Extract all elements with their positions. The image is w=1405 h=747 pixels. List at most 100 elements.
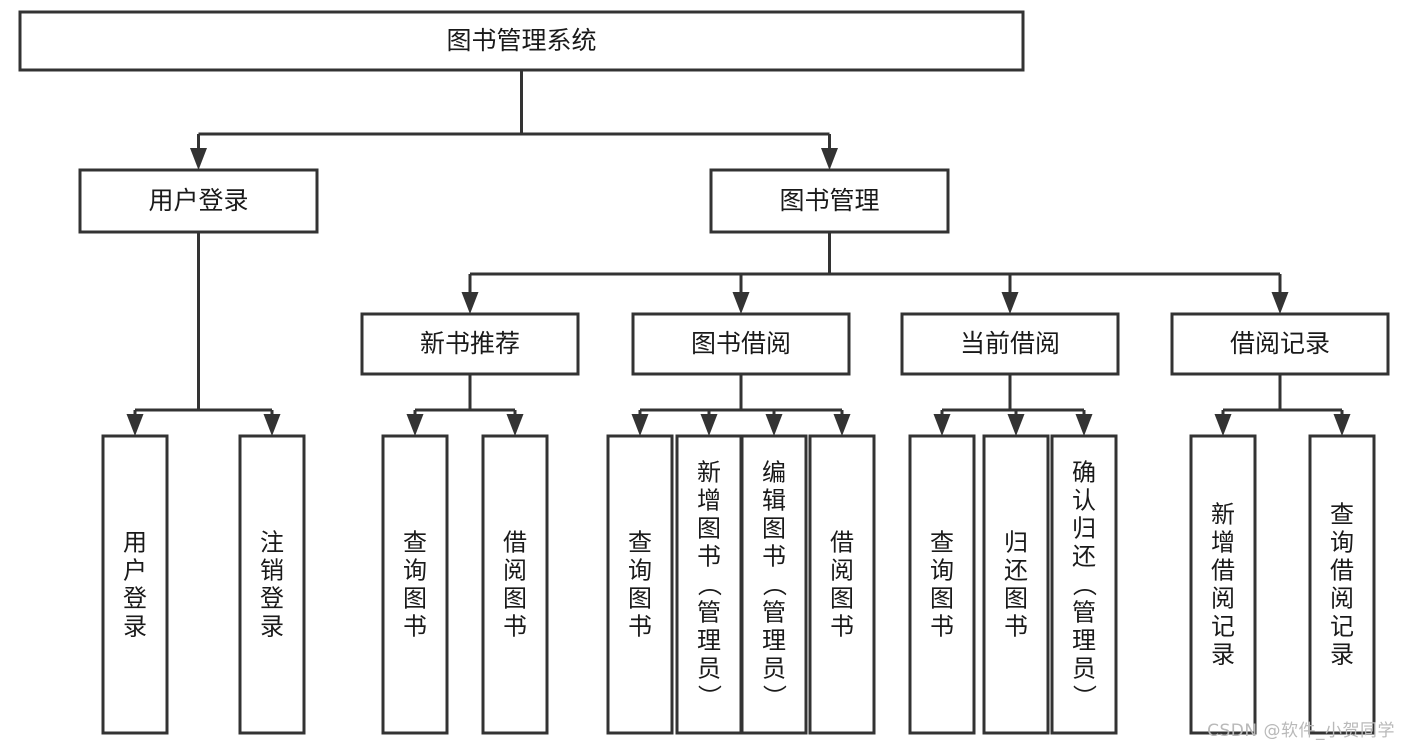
svg-text:）: ）	[760, 684, 788, 708]
svg-text:登: 登	[260, 584, 284, 612]
svg-text:询: 询	[1330, 528, 1354, 556]
svg-text:书: 书	[1004, 612, 1028, 640]
node-layer: 图书管理系统用户登录图书管理新书推荐图书借阅当前借阅借阅记录用户登录注销登录查询…	[18, 10, 1390, 735]
node-rect	[675, 434, 743, 735]
node-rect	[1050, 434, 1118, 735]
svg-text:书: 书	[697, 542, 721, 570]
svg-text:确: 确	[1072, 458, 1096, 486]
svg-text:归: 归	[1004, 528, 1028, 556]
svg-text:书: 书	[930, 612, 954, 640]
node-root[interactable]: 图书管理系统	[18, 10, 1025, 72]
svg-text:图: 图	[403, 584, 427, 612]
node-rect	[982, 434, 1050, 735]
svg-text:（: （	[695, 572, 723, 596]
svg-text:图: 图	[762, 514, 786, 542]
svg-text:认: 认	[1072, 486, 1096, 514]
svg-text:理: 理	[762, 626, 786, 654]
svg-text:书: 书	[403, 612, 427, 640]
node-label: 用户登录	[148, 186, 248, 215]
node-rect	[1189, 434, 1257, 735]
node-rect	[78, 168, 319, 234]
svg-text:书: 书	[830, 612, 854, 640]
node-rect	[900, 312, 1120, 376]
node-label: 图书管理系统	[446, 26, 596, 55]
svg-text:书: 书	[628, 612, 652, 640]
node-label: 图书管理	[779, 186, 879, 215]
svg-text:新: 新	[697, 458, 721, 486]
svg-text:询: 询	[403, 556, 427, 584]
node-label: 图书借阅	[691, 329, 791, 358]
svg-text:增: 增	[697, 486, 721, 514]
svg-text:管: 管	[762, 598, 786, 626]
svg-text:借: 借	[830, 528, 854, 556]
node-leaf-user-login[interactable]: 用户登录	[101, 434, 169, 735]
node-rect	[481, 434, 549, 735]
node-l2-user-login[interactable]: 用户登录	[78, 168, 319, 234]
node-label: 新书推荐	[420, 329, 520, 358]
node-rect	[1308, 434, 1376, 735]
node-l3-current-borrow[interactable]: 当前借阅	[900, 312, 1120, 376]
node-l2-book-mgmt[interactable]: 图书管理	[709, 168, 950, 234]
node-rect	[18, 10, 1025, 72]
svg-text:注: 注	[260, 528, 284, 556]
svg-text:书: 书	[503, 612, 527, 640]
svg-text:户: 户	[123, 556, 147, 584]
connector-layer	[126, 70, 1351, 436]
node-rect	[631, 312, 851, 376]
node-l3-book-borrow[interactable]: 图书借阅	[631, 312, 851, 376]
connector-group	[461, 232, 1289, 314]
svg-text:理: 理	[697, 626, 721, 654]
node-rect	[238, 434, 306, 735]
node-rect	[740, 434, 808, 735]
connector-group	[126, 232, 281, 436]
node-rect	[606, 434, 674, 735]
svg-text:录: 录	[123, 612, 147, 640]
node-rect	[360, 312, 580, 376]
svg-text:借: 借	[1330, 556, 1354, 584]
svg-text:还: 还	[1004, 556, 1028, 584]
node-l3-borrow-record[interactable]: 借阅记录	[1170, 312, 1390, 376]
node-rect	[1170, 312, 1390, 376]
svg-text:书: 书	[762, 542, 786, 570]
svg-text:图: 图	[628, 584, 652, 612]
svg-text:理: 理	[1072, 626, 1096, 654]
svg-text:记: 记	[1330, 612, 1354, 640]
svg-text:询: 询	[628, 556, 652, 584]
svg-text:辑: 辑	[762, 486, 786, 514]
svg-text:新: 新	[1211, 500, 1235, 528]
svg-text:阅: 阅	[1330, 584, 1354, 612]
node-l3-new-book-rec[interactable]: 新书推荐	[360, 312, 580, 376]
svg-text:管: 管	[697, 598, 721, 626]
svg-text:借: 借	[1211, 556, 1235, 584]
svg-text:图: 图	[930, 584, 954, 612]
svg-text:登: 登	[123, 584, 147, 612]
svg-text:归: 归	[1072, 514, 1096, 542]
node-rect	[381, 434, 449, 735]
svg-text:（: （	[760, 572, 788, 596]
svg-text:管: 管	[1072, 598, 1096, 626]
connector-group	[190, 70, 838, 170]
svg-text:阅: 阅	[830, 556, 854, 584]
svg-text:查: 查	[403, 528, 427, 556]
